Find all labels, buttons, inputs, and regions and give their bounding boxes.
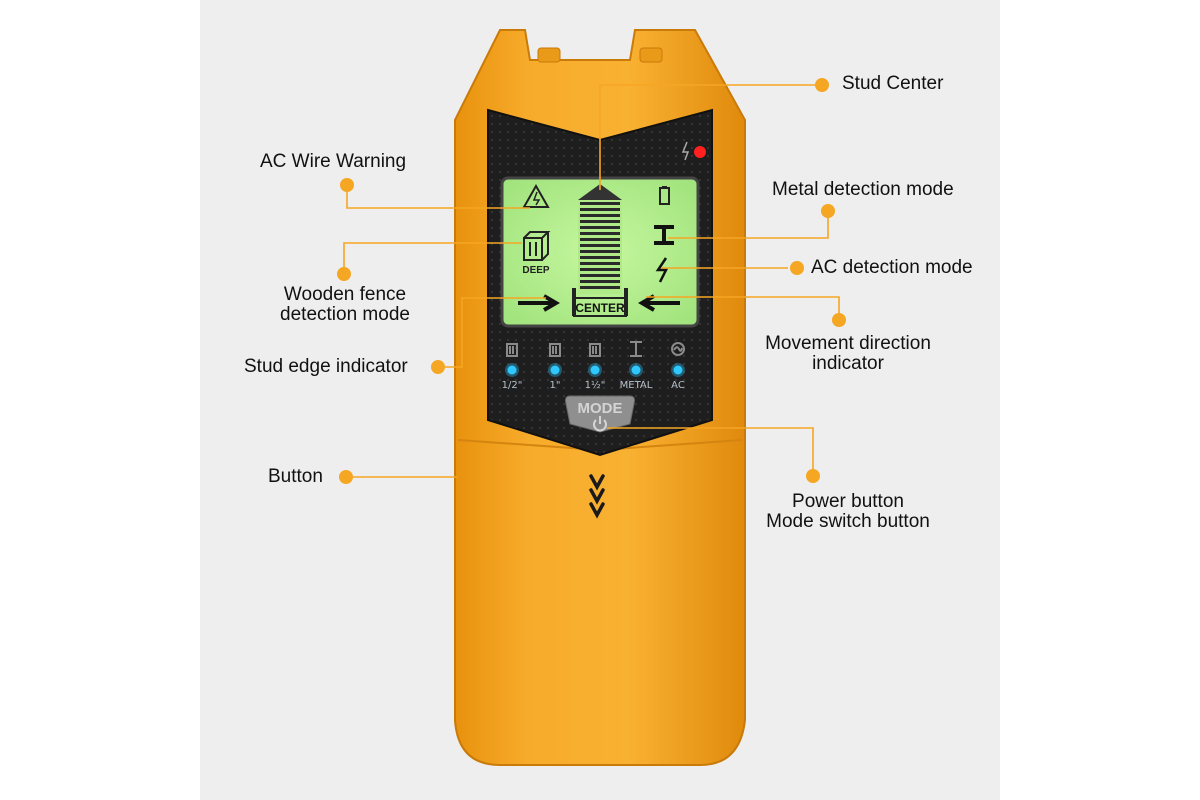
mode-button-label: MODE: [578, 400, 623, 417]
callout-metal-detection-mode: Metal detection mode: [772, 179, 954, 200]
callout-power-button-line2: Mode switch button: [766, 511, 930, 532]
stud-bar-segment: [580, 244, 620, 247]
dot-metal-detection: [821, 204, 835, 218]
callout-wooden-fence: Wooden fence detection mode: [260, 285, 430, 325]
dot-ac-detection: [790, 261, 804, 275]
lcd-deep-label: DEEP: [522, 265, 550, 276]
stud-finder-illustration: DEEP CENTER 1/2" 1" 1½" METAL AC: [337, 29, 846, 766]
stud-bar-segment: [580, 232, 620, 235]
lcd-screen: DEEP CENTER: [500, 176, 700, 328]
ac-warning-icon: [522, 183, 550, 208]
callout-power-button: Power button Mode switch button: [748, 492, 948, 532]
indicator-label: 1/2": [502, 380, 523, 391]
indicator-label: 1½": [585, 379, 606, 391]
stud-bar-segment: [580, 214, 620, 217]
callout-ac-detection-mode: AC detection mode: [811, 257, 973, 278]
indicator-led: [507, 365, 517, 375]
wood-depth-icon: [589, 343, 601, 357]
dot-stud-center: [815, 78, 829, 92]
callout-movement-direction-line2: indicator: [812, 353, 884, 374]
stud-bar-segment: [580, 280, 620, 283]
mode-indicators: 1/2" 1" 1½" METAL AC: [502, 341, 686, 391]
right-arrow-icon: [518, 294, 560, 312]
stud-bar-segment: [580, 274, 620, 277]
stud-bar-segment: [580, 262, 620, 265]
indicator-led: [590, 365, 600, 375]
stud-bar-graph: [572, 184, 628, 316]
indicator-led: [550, 365, 560, 375]
power-led: [694, 146, 706, 158]
callout-wooden-fence-line2: detection mode: [280, 304, 410, 325]
diagram-stage: DEEP CENTER 1/2" 1" 1½" METAL AC: [200, 0, 1000, 800]
indicator-label: AC: [671, 380, 685, 391]
power-icon: [593, 416, 607, 432]
callout-lines: [343, 84, 840, 478]
callout-stud-edge-indicator: Stud edge indicator: [244, 356, 408, 377]
indicator-label: 1": [550, 380, 561, 391]
dot-stud-edge: [431, 360, 445, 374]
lcd-center-label: CENTER: [575, 301, 625, 315]
led-bolt-icon: [681, 141, 690, 161]
dot-ac-wire-warning: [340, 178, 354, 192]
stud-bar-segment: [580, 208, 620, 211]
stud-bar-segment: [580, 268, 620, 271]
stud-bar-segment: [580, 220, 620, 223]
callout-button: Button: [268, 466, 323, 487]
dot-button: [339, 470, 353, 484]
metal-mode-icon: [630, 341, 642, 357]
wood-depth-icon: [549, 343, 561, 357]
callout-movement-direction-line1: Movement direction: [765, 333, 931, 354]
indicator-led: [673, 365, 683, 375]
callout-ac-wire-warning: AC Wire Warning: [260, 151, 407, 172]
metal-icon: [654, 225, 674, 245]
stud-bar-segment: [580, 256, 620, 259]
wood-depth-icon: [506, 343, 518, 357]
callout-wooden-fence-line1: Wooden fence: [283, 284, 407, 305]
wood-icon: [523, 231, 551, 261]
dot-power-button: [806, 469, 820, 483]
callout-power-button-line1: Power button: [792, 491, 904, 512]
stud-bar-segment: [580, 238, 620, 241]
speaker-grille: [589, 474, 605, 519]
stud-bar-segment: [580, 226, 620, 229]
stud-bar-segment: [580, 202, 620, 205]
indicator-led: [631, 365, 641, 375]
stud-bar-segment: [580, 286, 620, 289]
callout-movement-direction: Movement direction indicator: [748, 334, 948, 374]
left-arrow-icon: [638, 294, 680, 312]
callout-stud-center: Stud Center: [842, 73, 944, 94]
indicator-label: METAL: [620, 380, 653, 391]
dot-wooden-fence: [337, 267, 351, 281]
ac-mode-icon: [671, 342, 686, 356]
callout-dots: [337, 78, 846, 484]
mode-button[interactable]: MODE: [565, 395, 635, 433]
dot-movement-direction: [832, 313, 846, 327]
stud-bar-segment: [580, 250, 620, 253]
ac-bolt-icon: [655, 257, 669, 283]
